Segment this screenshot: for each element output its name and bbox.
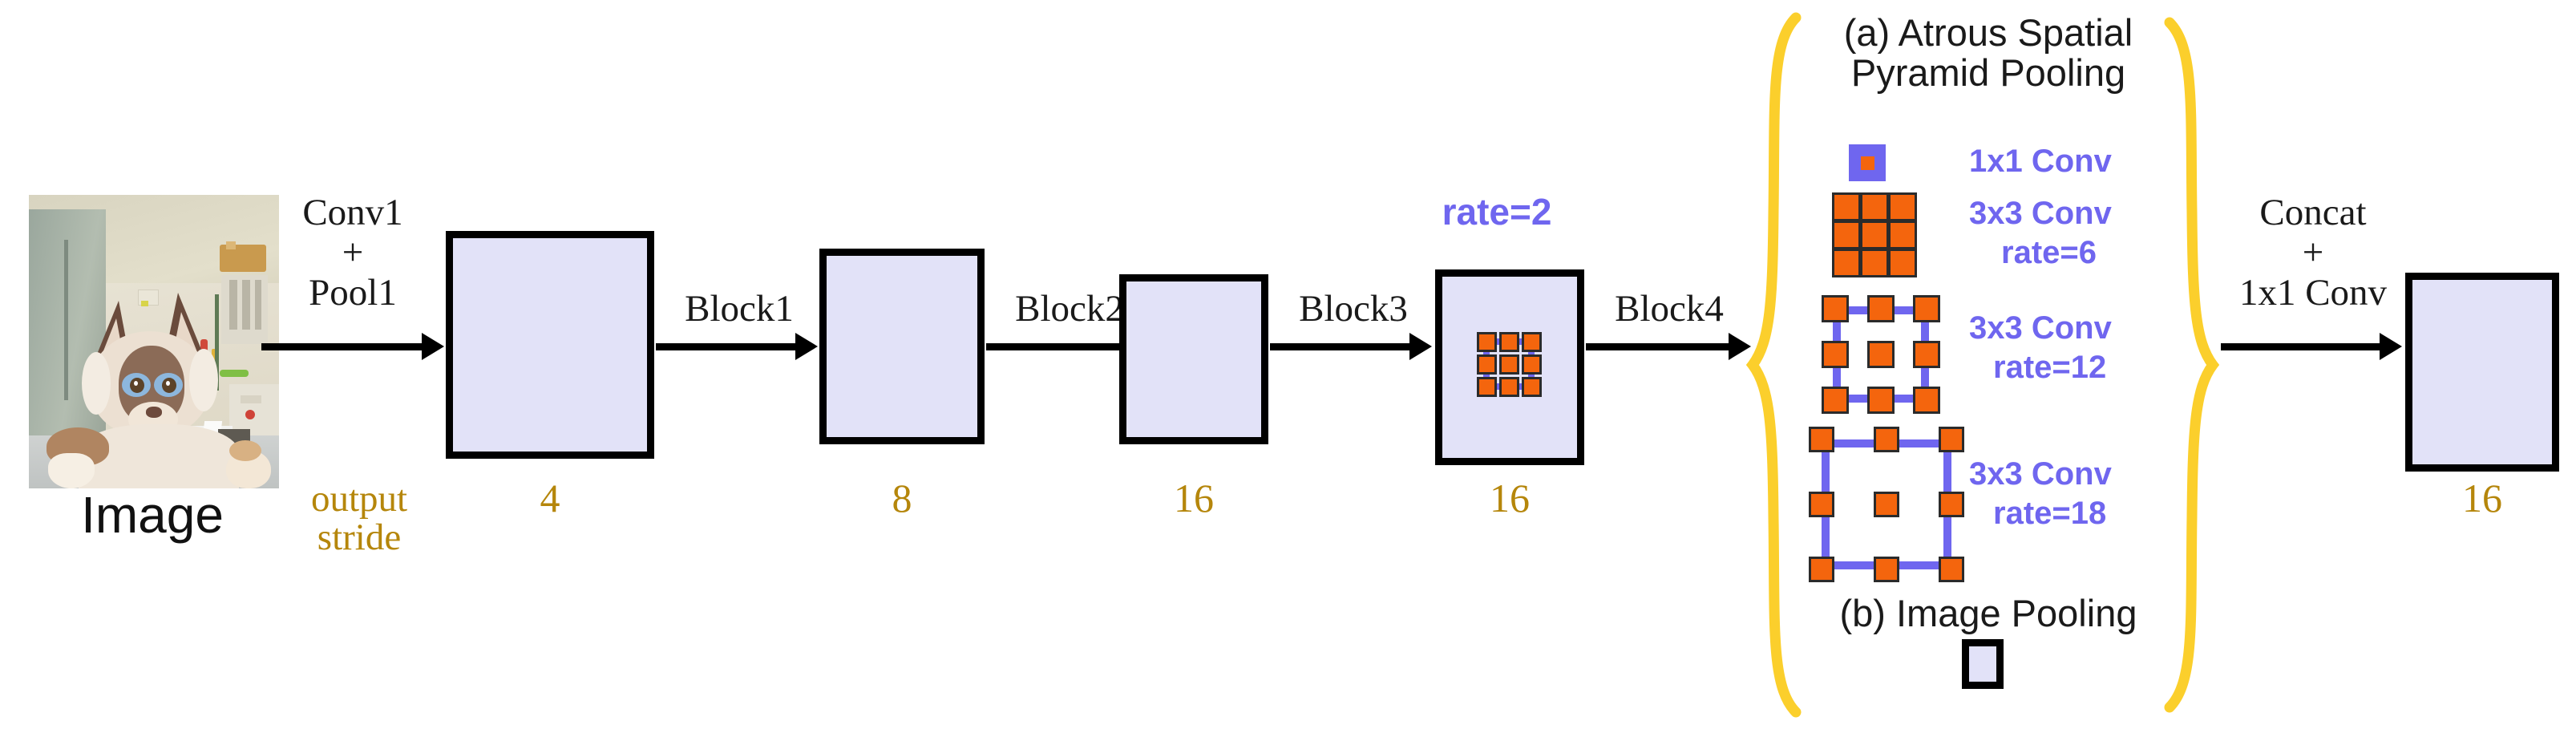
- stride-value-16-a: 16: [1174, 476, 1214, 520]
- feature-box-stride-8: [819, 249, 985, 444]
- aspp-branch-1-label-line1: 3x3 Conv: [1969, 196, 2112, 231]
- output-stride-value-16: 16: [2462, 476, 2502, 520]
- aspp-kernel-3x3-rate-18: [1809, 427, 1964, 582]
- block3-rate-label: rate=2: [1442, 191, 1552, 233]
- aspp-right-brace: [2157, 16, 2219, 714]
- feature-box-stride-4: [446, 231, 654, 459]
- stage-1-arrow: [656, 333, 818, 360]
- output-arrow-label-line1: Concat: [2259, 192, 2367, 233]
- stage-4-arrow-label: Block4: [1615, 288, 1724, 330]
- stage-0-arrow-label-line3: Pool1: [309, 272, 397, 314]
- aspp-branch-1-label-line2: rate=6: [2001, 235, 2097, 270]
- feature-box-stride-16-a: [1119, 274, 1268, 444]
- aspp-branch-3-label-line1: 3x3 Conv: [1969, 456, 2112, 492]
- output-arrow-label-line3: 1x1 Conv: [2238, 272, 2388, 314]
- stage-4-arrow: [1586, 333, 1751, 360]
- stage-0-arrow-label-line2: +: [342, 232, 364, 273]
- output-arrow-label-line2: +: [2302, 232, 2324, 273]
- stride-value-4: 4: [540, 476, 560, 520]
- stage-2-arrow-label: Block2: [1015, 288, 1124, 330]
- output-stride-label-line2: stride: [317, 516, 402, 558]
- input-image-photo: [29, 195, 279, 488]
- stage-3-arrow: [1270, 333, 1432, 360]
- aspp-branch-2-label-line2: rate=12: [1993, 350, 2107, 385]
- stage-3-arrow-label: Block3: [1299, 288, 1408, 330]
- aspp-kernel-3x3-rate-12: [1822, 295, 1940, 414]
- stride-value-16-b: 16: [1490, 476, 1530, 520]
- stride-value-8: 8: [892, 476, 912, 520]
- input-image-caption: Image: [81, 486, 224, 544]
- stage-0-arrow-label-line1: Conv1: [302, 192, 403, 233]
- aspp-left-brace: [1746, 11, 1809, 719]
- atrous-kernel-rate-2: [1475, 330, 1543, 398]
- stage-1-arrow-label: Block1: [685, 288, 794, 330]
- output-feature-box: [2405, 273, 2559, 472]
- aspp-heading-line2: Pyramid Pooling: [1850, 51, 2126, 94]
- aspp-branch-2-label-line1: 3x3 Conv: [1969, 310, 2112, 346]
- output-arrow: [2221, 333, 2402, 360]
- stage-0-arrow: [261, 333, 444, 360]
- aspp-heading-line1: (a) Atrous Spatial: [1843, 11, 2133, 54]
- aspp-kernel-3x3-rate-6: [1832, 192, 1917, 277]
- stage-2-arrow: [986, 333, 1148, 360]
- output-stride-label-line1: output: [310, 478, 408, 520]
- image-pooling-heading: (b) Image Pooling: [1839, 592, 2137, 634]
- aspp-branch-0-label-line1: 1x1 Conv: [1969, 144, 2112, 179]
- aspp-kernel-1x1: [1849, 144, 1886, 181]
- image-pooling-box: [1962, 639, 2004, 689]
- aspp-branch-3-label-line2: rate=18: [1993, 496, 2107, 531]
